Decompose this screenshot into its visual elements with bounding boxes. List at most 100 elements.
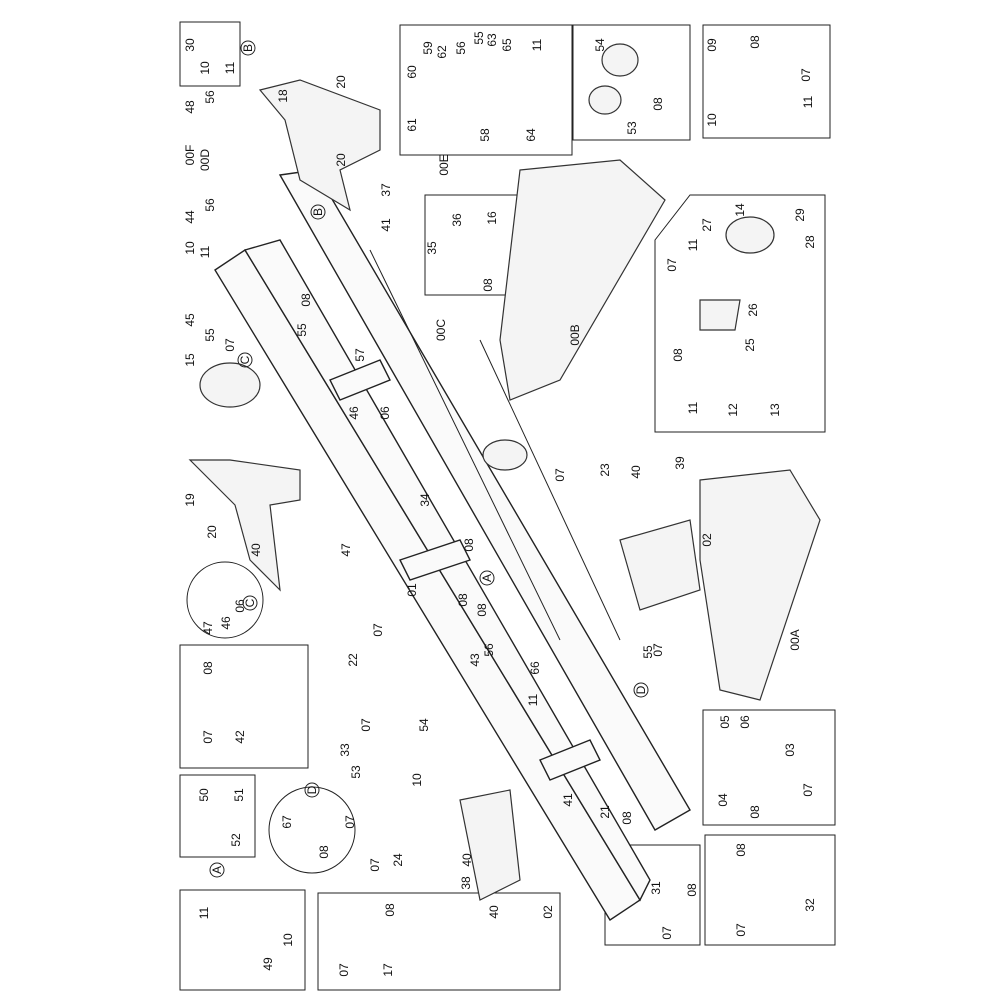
part-callout: 25 bbox=[743, 338, 757, 352]
part-callout: 43 bbox=[468, 653, 482, 667]
part-callout: 49 bbox=[261, 957, 275, 971]
part-callout: 45 bbox=[183, 313, 197, 327]
section-marker-label: D bbox=[305, 785, 319, 794]
part-callout: 21 bbox=[598, 805, 612, 819]
part-callout: 56 bbox=[454, 41, 468, 55]
part-callout: 60 bbox=[405, 65, 419, 79]
part-callout: 18 bbox=[276, 89, 290, 103]
part-callout: 07 bbox=[801, 783, 815, 797]
section-marker-circle bbox=[304, 782, 320, 798]
part-callout: 06 bbox=[738, 715, 752, 729]
part-callout: 10 bbox=[281, 933, 295, 947]
detail-boxes bbox=[179, 21, 836, 991]
part-callout: 34 bbox=[418, 493, 432, 507]
part-callout: 29 bbox=[793, 208, 807, 222]
part-callout: 42 bbox=[233, 730, 247, 744]
part-callout: 08 bbox=[201, 661, 215, 675]
detail-box-09 bbox=[702, 24, 831, 139]
part-callout: 32 bbox=[803, 898, 817, 912]
part-callout: 01 bbox=[405, 583, 419, 597]
part-callout: 46 bbox=[219, 616, 233, 630]
part-callout: 41 bbox=[561, 793, 575, 807]
part-15 bbox=[199, 362, 261, 408]
part-callout: 56 bbox=[203, 198, 217, 212]
part-callout: 07 bbox=[651, 643, 665, 657]
assembly-00b bbox=[499, 159, 666, 401]
part-callout: 10 bbox=[705, 113, 719, 127]
part-callout: 22 bbox=[346, 653, 360, 667]
part-callout: 66 bbox=[528, 661, 542, 675]
part-callout: 47 bbox=[339, 543, 353, 557]
section-marker-label: A bbox=[210, 866, 224, 874]
section-marker-circle bbox=[209, 862, 225, 878]
section-marker-circle bbox=[242, 595, 258, 611]
part-callout: 19 bbox=[183, 493, 197, 507]
crossmember-rear bbox=[539, 739, 601, 781]
detail-box-b bbox=[179, 21, 241, 87]
part-callout: 54 bbox=[593, 38, 607, 52]
part-callout: 09 bbox=[705, 38, 719, 52]
detail-box-32 bbox=[704, 834, 836, 946]
section-marker-circle bbox=[310, 204, 326, 220]
part-callout: 07 bbox=[368, 858, 382, 872]
part-callout: 24 bbox=[391, 853, 405, 867]
hose-line-2 bbox=[369, 249, 561, 641]
part-callout: 67 bbox=[280, 815, 294, 829]
part-callout: 08 bbox=[299, 293, 313, 307]
part-callout: 08 bbox=[462, 538, 476, 552]
part-callout: 44 bbox=[183, 210, 197, 224]
section-marker-label: C bbox=[243, 598, 257, 607]
detail-box-03 bbox=[702, 709, 836, 826]
part-callout: 41 bbox=[379, 218, 393, 232]
part-callout: 48 bbox=[183, 100, 197, 114]
part-callout: 08 bbox=[481, 278, 495, 292]
part-callout: 55 bbox=[203, 328, 217, 342]
section-marker-label: B bbox=[311, 208, 325, 216]
detail-circle-d bbox=[268, 786, 356, 874]
detail-box-53 bbox=[572, 24, 691, 141]
chassis-frame bbox=[188, 43, 821, 921]
part-callout: 39 bbox=[673, 456, 687, 470]
part-callout: 13 bbox=[768, 403, 782, 417]
part-callout: 11 bbox=[526, 693, 540, 706]
part-callout: 07 bbox=[799, 68, 813, 82]
part-callout: 56 bbox=[482, 643, 496, 657]
part-callout: 20 bbox=[205, 525, 219, 539]
part-callout: 28 bbox=[803, 235, 817, 249]
part-callout: 50 bbox=[197, 788, 211, 802]
part-callout: 47 bbox=[201, 621, 215, 635]
frame-rail-left-flange bbox=[243, 239, 651, 902]
section-marker-circle bbox=[237, 352, 253, 368]
section-marker-label: A bbox=[480, 574, 494, 582]
part-callout: 08 bbox=[651, 97, 665, 111]
part-callout: 07 bbox=[337, 963, 351, 977]
part-callout: 59 bbox=[421, 41, 435, 55]
part-cylinder bbox=[482, 439, 528, 471]
bracket-19 bbox=[188, 459, 301, 592]
part-callout: 30 bbox=[183, 38, 197, 52]
part-callout: 16 bbox=[485, 211, 499, 225]
part-callout: 11 bbox=[198, 245, 212, 258]
part-callout: 20 bbox=[334, 153, 348, 167]
part-callout: 00E bbox=[437, 154, 451, 175]
part-callout: 20 bbox=[334, 75, 348, 89]
section-marker-label: D bbox=[634, 685, 648, 694]
part-callout: 14 bbox=[733, 203, 747, 217]
detail-box-42 bbox=[179, 644, 309, 769]
part-02-lower bbox=[459, 789, 521, 901]
part-callout: 07 bbox=[201, 730, 215, 744]
part-callout: 07 bbox=[665, 258, 679, 272]
detail-box-49 bbox=[179, 889, 306, 991]
part-callout: 53 bbox=[625, 121, 639, 135]
part-callout: 10 bbox=[183, 241, 197, 255]
part-callout: 00B bbox=[568, 324, 582, 345]
part-callout: 61 bbox=[405, 118, 419, 132]
part-callout: 11 bbox=[530, 38, 544, 51]
section-marker-circle bbox=[240, 40, 256, 56]
part-callout: 07 bbox=[553, 468, 567, 482]
part-callout: 33 bbox=[338, 743, 352, 757]
part-callout: 40 bbox=[460, 853, 474, 867]
part-callout: 08 bbox=[671, 348, 685, 362]
part-callout: 36 bbox=[450, 213, 464, 227]
